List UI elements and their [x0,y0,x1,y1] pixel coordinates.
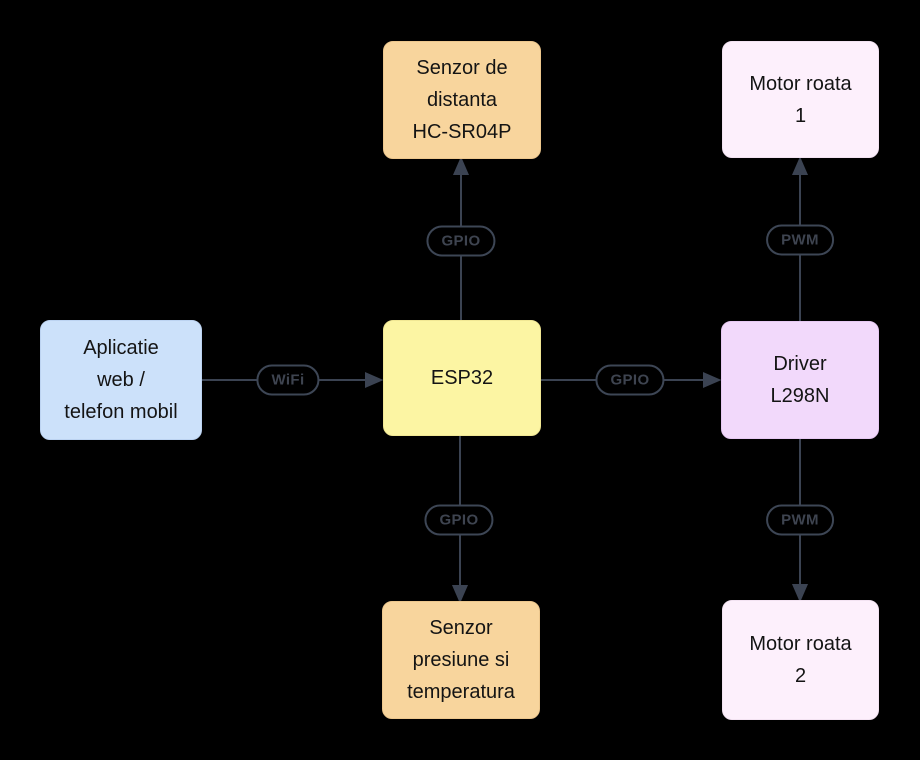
node-esp32: ESP32 [383,320,541,436]
node-label-line: distanta [426,89,498,111]
node-label-line: Motor roata [749,72,852,95]
arrowhead-esp32-sensor-distance [452,156,470,175]
edge-label-pwm-motor1: PWM [766,224,834,256]
arrowhead-app-esp32 [365,371,384,389]
node-label-line: 2 [794,665,807,687]
node-label-line: Senzor [429,617,493,639]
node-driver-l298n: Driver L298N [721,321,879,439]
node-motor-roata-1: Motor roata 1 [722,41,879,158]
node-label-line: Senzor de [416,57,508,79]
edge-label-gpio-distance: GPIO [426,225,496,257]
arrowhead-esp32-driver [703,371,722,389]
edge-label-wifi: WiFi [256,364,320,396]
node-label-line: Driver [773,353,827,375]
arrowhead-esp32-sensor-pressure [451,585,469,604]
node-aplicatie-web-telefon: Aplicatie web / telefon mobil [40,320,202,440]
node-label-line: L298N [770,385,830,407]
arrowhead-driver-motor2 [791,584,809,603]
node-motor-roata-2: Motor roata 2 [722,600,879,720]
node-label-line: 1 [794,104,807,127]
edge-label-gpio-pressure: GPIO [424,504,494,536]
node-label-line: Aplicatie [83,337,159,359]
node-label-line: ESP32 [430,367,494,389]
node-label-line: web / [97,369,145,391]
node-sensor-distance: Senzor de distanta HC-SR04P [383,41,541,159]
edge-label-gpio-driver: GPIO [595,364,665,396]
node-label-line: temperatura [407,681,515,703]
node-label-line: Motor roata [749,633,852,655]
node-label-line: HC-SR04P [412,121,512,143]
edge-label-pwm-motor2: PWM [766,504,834,536]
node-sensor-pressure: Senzor presiune si temperatura [382,601,540,719]
node-label-line: telefon mobil [64,401,178,423]
arrowhead-driver-motor1 [791,156,809,175]
node-label-line: presiune si [412,649,510,671]
